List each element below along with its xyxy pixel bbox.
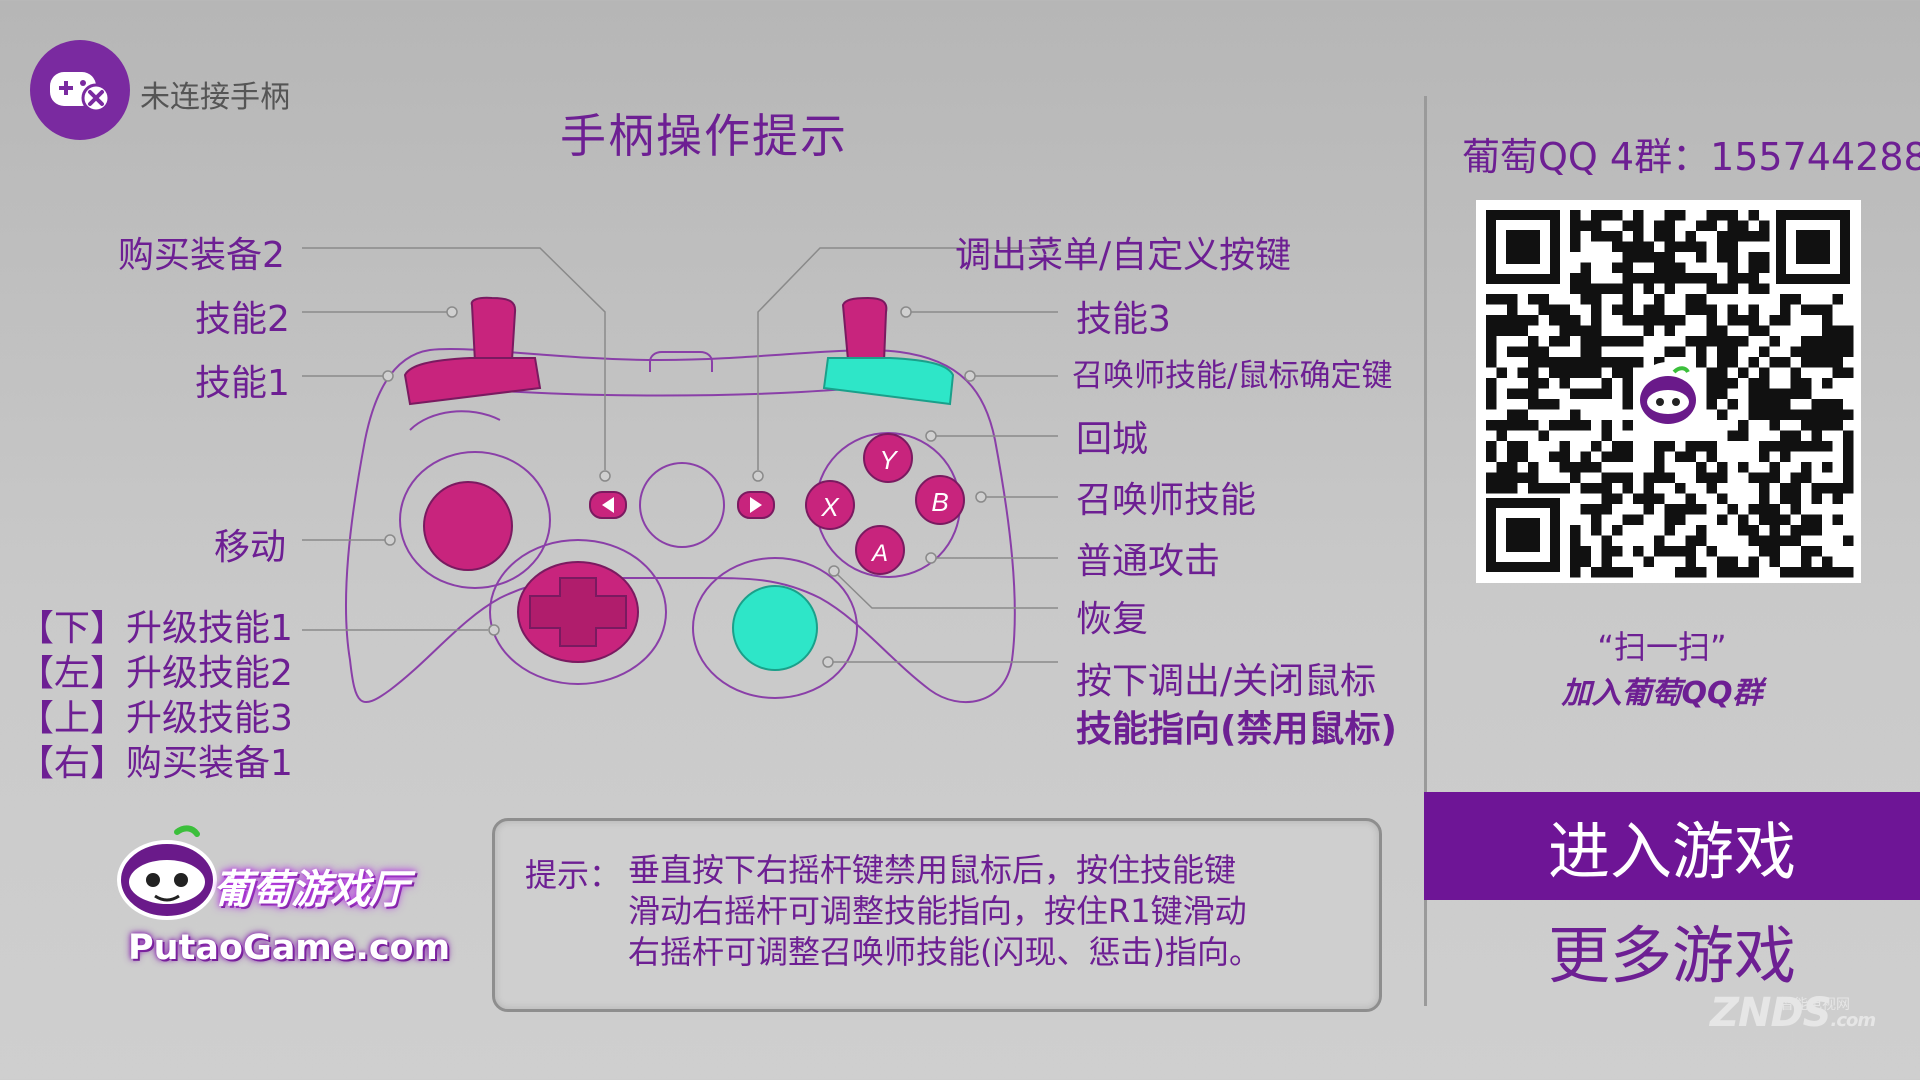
label-right-trigger: 技能3 [1076, 299, 1171, 340]
join-qq-prompt: 加入葡萄QQ群 [1561, 676, 1763, 711]
dpad-right-label: 【右】购买装备1 [18, 743, 293, 784]
logo-name: 葡萄游戏厅 [213, 867, 409, 913]
more-games-button[interactable]: 更多游戏 [1424, 902, 1920, 998]
left-stick [423, 481, 513, 571]
x-button [805, 480, 855, 530]
dpad-mapping-list: 【下】升级技能1 【左】升级技能2 【上】升级技能3 【右】购买装备1 [18, 606, 293, 786]
label-left-trigger: 技能2 [195, 299, 290, 340]
label-menu: 调出菜单/自定义按键 [955, 235, 1292, 276]
left-bumper [403, 357, 542, 406]
face-buttons: Y X B A [805, 433, 965, 575]
controller-diagram: Y X B A [302, 247, 1058, 703]
tip-label: 提示： [525, 856, 622, 894]
x-button-label: X [820, 492, 840, 522]
dpad-up-label: 【上】升级技能3 [18, 698, 293, 739]
label-x-button: 恢复 [1076, 599, 1149, 640]
b-button [915, 475, 965, 525]
dpad-down-label: 【下】升级技能1 [18, 608, 293, 649]
tip-line: 滑动右摇杆可调整技能指向，按住R1键滑动 [628, 892, 1247, 930]
qr-code [1476, 200, 1861, 583]
y-button [863, 433, 913, 483]
y-button-label: Y [879, 445, 898, 475]
label-left-stick: 移动 [214, 527, 287, 568]
tip-box [492, 818, 1382, 1012]
sidebar-divider [1424, 96, 1427, 1006]
enter-game-button[interactable]: 进入游戏 [1424, 792, 1920, 900]
dpad-left-label: 【左】升级技能2 [18, 653, 293, 694]
label-right-bumper: 召唤师技能/鼠标确定键 [1072, 358, 1393, 394]
label-right-stick-move: 技能指向(禁用鼠标) [1076, 709, 1397, 750]
watermark-site: 智能电视网 [1780, 997, 1850, 1013]
right-bumper [822, 357, 955, 406]
right-stick [732, 585, 818, 671]
tip-line: 垂直按下右摇杆键禁用鼠标后，按住技能键 [628, 851, 1237, 889]
watermark-brand-text: ZNDS [1710, 990, 1831, 1036]
connection-status: 未连接手柄 [140, 80, 290, 115]
b-button-label: B [931, 487, 948, 517]
label-y-button: 回城 [1076, 419, 1149, 460]
label-left-button-1: 技能1 [195, 363, 290, 404]
label-left-bumper: 购买装备2 [118, 235, 285, 276]
qq-group-number: 葡萄QQ 4群：155744288 [1462, 135, 1920, 179]
label-right-stick-press: 按下调出/关闭鼠标 [1076, 661, 1377, 702]
tip-line: 右摇杆可调整召唤师技能(闪现、惩击)指向。 [628, 933, 1261, 971]
watermark-suffix: .com [1830, 1010, 1877, 1031]
right-trigger [841, 296, 888, 364]
grape-mascot-logo [117, 825, 217, 920]
watermark-brand: ZNDS.com [1710, 990, 1877, 1036]
a-button [855, 525, 905, 575]
a-button-label: A [870, 540, 888, 567]
label-a-button: 普通攻击 [1076, 541, 1221, 582]
label-b-button: 召唤师技能 [1076, 480, 1257, 521]
dpad [529, 577, 627, 647]
scan-prompt: “扫一扫” [1597, 628, 1727, 666]
left-trigger [470, 296, 517, 364]
page-title: 手柄操作提示 [560, 109, 848, 163]
logo-url: PutaoGame.com [128, 928, 451, 968]
tip-text: 垂直按下右摇杆键禁用鼠标后，按住技能键 滑动右摇杆可调整技能指向，按住R1键滑动… [628, 850, 1261, 973]
gamepad-disconnected-icon [30, 40, 130, 140]
